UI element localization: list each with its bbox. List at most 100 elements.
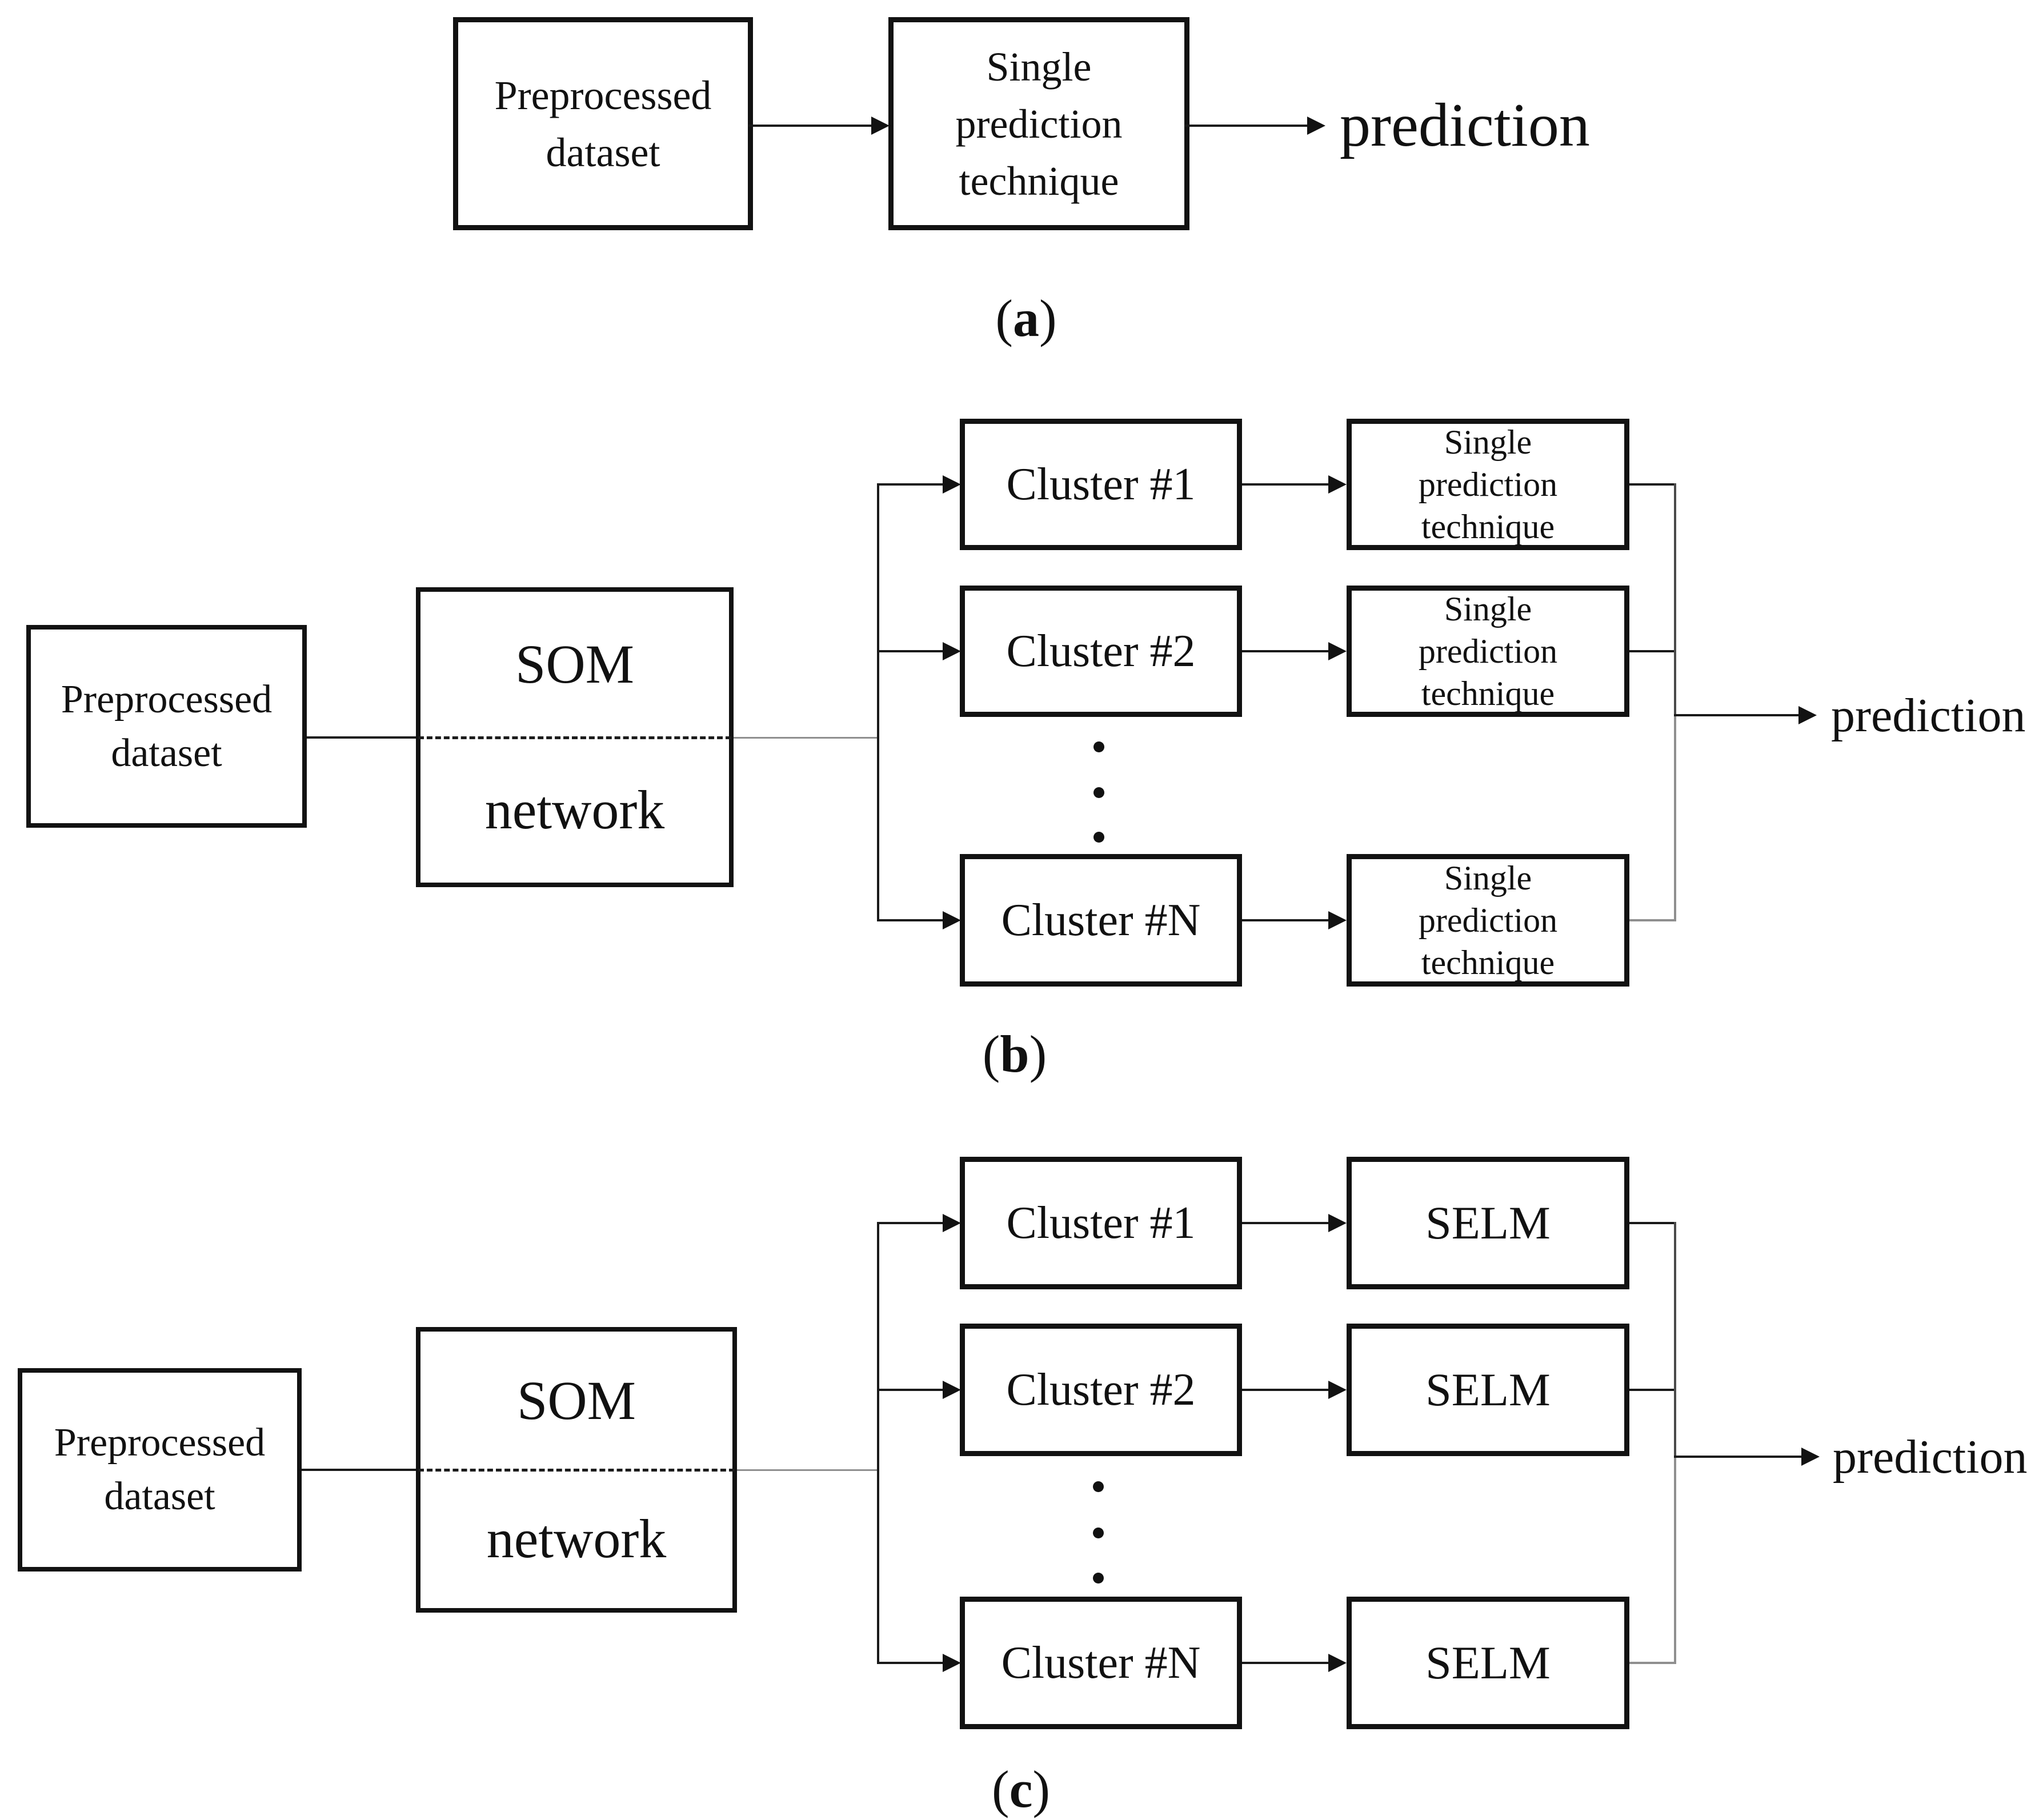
arrow-line xyxy=(748,125,873,127)
box-label-line: dataset xyxy=(111,731,222,775)
cluster-2-box: Cluster #2 xyxy=(960,1324,1242,1456)
ellipsis-dot xyxy=(1093,832,1104,843)
box-label-line: dataset xyxy=(104,1474,215,1518)
merge-line xyxy=(1674,483,1676,715)
arrowhead-icon xyxy=(1307,117,1325,135)
single-prediction-technique-box: Single prediction technique xyxy=(888,17,1189,230)
arrow-line xyxy=(877,919,944,921)
figure-caption-c: (c) xyxy=(991,1760,1051,1818)
arrow-line xyxy=(1242,1389,1331,1391)
arrowhead-icon xyxy=(1328,1654,1347,1672)
branch-trunk-line xyxy=(877,483,879,921)
box-label-line: technique xyxy=(1421,675,1555,712)
arrowhead-icon xyxy=(943,1381,961,1399)
merge-line xyxy=(1674,1222,1676,1457)
connector-line xyxy=(307,736,422,739)
selm-box: SELM xyxy=(1347,1324,1629,1456)
box-label-line: prediction xyxy=(955,101,1123,147)
arrow-line xyxy=(1242,1662,1331,1664)
prediction-output-label: prediction xyxy=(1340,91,1590,159)
merge-line xyxy=(1674,715,1676,921)
single-prediction-technique-box: Single prediction technique xyxy=(1347,586,1629,717)
connector-line xyxy=(1629,483,1676,486)
box-label-line: Single xyxy=(986,43,1092,90)
preprocessed-dataset-box: Preprocessed dataset xyxy=(26,625,307,828)
som-split-dashed-line xyxy=(418,736,731,739)
box-label-line: SOM xyxy=(516,1370,636,1431)
box-label-line: Single xyxy=(1444,590,1532,628)
arrowhead-icon xyxy=(943,475,961,494)
connector-line xyxy=(302,1469,416,1471)
figure-caption-a: (a) xyxy=(995,289,1057,347)
box-label-line: SOM xyxy=(515,634,635,695)
figure-caption-b: (b) xyxy=(982,1025,1047,1083)
cluster-2-box: Cluster #2 xyxy=(960,586,1242,717)
selm-box: SELM xyxy=(1347,1597,1629,1729)
box-label-line: network xyxy=(486,1508,667,1569)
ellipsis-dot xyxy=(1093,1573,1104,1584)
box-label-line: Preprocessed xyxy=(54,1421,266,1465)
arrowhead-icon xyxy=(1328,475,1347,494)
cluster-1-box: Cluster #1 xyxy=(960,1157,1242,1289)
merge-line xyxy=(1674,1457,1676,1664)
box-label-line: Single xyxy=(1444,423,1532,461)
arrow-line xyxy=(877,1389,944,1391)
box-label-line: Single xyxy=(1444,859,1532,897)
connector-line xyxy=(1629,1389,1676,1391)
selm-box: SELM xyxy=(1347,1157,1629,1289)
arrowhead-icon xyxy=(1328,911,1347,929)
box-label-line: network xyxy=(484,779,665,840)
arrowhead-icon xyxy=(1328,1214,1347,1232)
arrowhead-icon xyxy=(1328,642,1347,660)
prediction-output-label: prediction xyxy=(1831,688,2026,742)
connector-line xyxy=(734,737,879,739)
box-label-line: dataset xyxy=(546,129,660,175)
box-label-line: Preprocessed xyxy=(494,72,712,118)
arrow-line xyxy=(877,1662,944,1664)
box-label-line: technique xyxy=(1421,944,1555,981)
arrow-line xyxy=(877,483,944,486)
box-label-line: prediction xyxy=(1418,901,1558,939)
som-split-dashed-line xyxy=(418,1469,735,1472)
connector-line xyxy=(737,1469,879,1471)
arrowhead-icon xyxy=(1328,1381,1347,1399)
arrow-line xyxy=(877,1222,944,1224)
connector-line xyxy=(1629,1222,1676,1224)
box-label-line: Preprocessed xyxy=(61,677,273,721)
preprocessed-dataset-box: Preprocessed dataset xyxy=(18,1368,302,1572)
single-prediction-technique-box: Single prediction technique xyxy=(1347,854,1629,987)
box-label-line: prediction xyxy=(1418,466,1558,503)
ellipsis-dot xyxy=(1093,787,1104,798)
ellipsis-dot xyxy=(1093,1481,1104,1492)
arrow-line xyxy=(1674,1456,1802,1458)
arrowhead-icon xyxy=(1798,706,1817,724)
box-label-line: technique xyxy=(959,158,1119,204)
connector-line xyxy=(1629,650,1676,652)
connector-line xyxy=(1629,919,1676,921)
arrowhead-icon xyxy=(943,1654,961,1672)
ellipsis-dot xyxy=(1093,741,1104,752)
arrowhead-icon xyxy=(943,1214,961,1232)
arrow-line xyxy=(1185,125,1309,127)
arrow-line xyxy=(1242,919,1331,921)
cluster-n-box: Cluster #N xyxy=(960,1597,1242,1729)
arrowhead-icon xyxy=(871,117,890,135)
prediction-output-label: prediction xyxy=(1833,1430,2028,1484)
cluster-1-box: Cluster #1 xyxy=(960,419,1242,550)
single-prediction-technique-box: Single prediction technique xyxy=(1347,419,1629,550)
connector-line xyxy=(1629,1662,1676,1664)
arrow-line xyxy=(1674,714,1801,716)
arrowhead-icon xyxy=(943,642,961,660)
branch-trunk-line xyxy=(877,1222,879,1664)
preprocessed-dataset-box: Preprocessed dataset xyxy=(453,17,753,230)
arrow-line xyxy=(1242,650,1331,652)
box-label-line: prediction xyxy=(1418,632,1558,670)
arrowhead-icon xyxy=(1801,1448,1820,1466)
box-label-line: technique xyxy=(1421,508,1555,546)
ellipsis-dot xyxy=(1093,1528,1104,1538)
arrow-line xyxy=(877,650,944,652)
cluster-n-box: Cluster #N xyxy=(960,854,1242,987)
arrowhead-icon xyxy=(943,911,961,929)
arrow-line xyxy=(1242,483,1331,486)
